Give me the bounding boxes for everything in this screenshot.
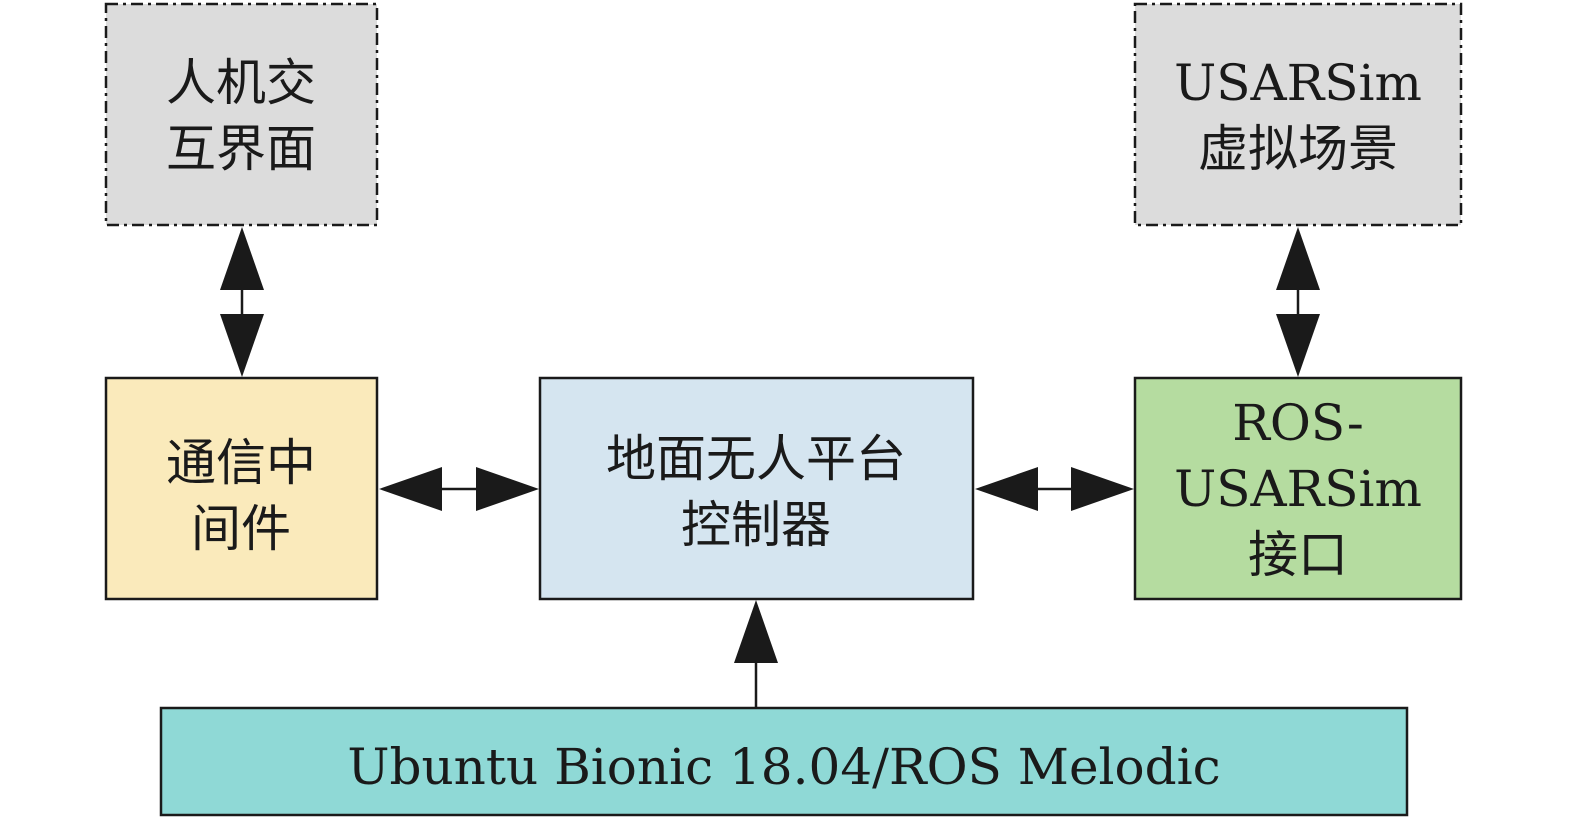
edge-platform-controller-arrowhead bbox=[734, 600, 778, 663]
node-ros-interface-line-3: 接口 bbox=[1248, 526, 1348, 584]
node-platform-box bbox=[159, 706, 1409, 817]
node-controller-line-2: 控制器 bbox=[681, 496, 831, 554]
node-usarsim-scene-line-1: USARSim bbox=[1174, 54, 1422, 112]
edge-controller-ros-arrowhead-right bbox=[1071, 467, 1134, 511]
edge-hmi-middleware bbox=[220, 227, 264, 377]
node-middleware-box bbox=[104, 376, 379, 601]
node-ros-interface-line-2: USARSim bbox=[1174, 460, 1422, 518]
edge-hmi-middleware-arrowhead-down bbox=[220, 314, 264, 377]
node-hmi-line-1: 人机交 bbox=[166, 54, 316, 112]
node-controller-line-1: 地面无人平台 bbox=[606, 430, 906, 488]
node-hmi: 人机交 互界面 bbox=[104, 2, 379, 227]
edge-middleware-controller-arrowhead-right bbox=[476, 467, 539, 511]
node-hmi-box bbox=[104, 2, 379, 227]
node-controller: 地面无人平台 控制器 bbox=[538, 376, 975, 601]
node-platform-line-1: Ubuntu Bionic 18.04/ROS Melodic bbox=[347, 738, 1220, 796]
node-usarsim-scene-box bbox=[1133, 2, 1463, 227]
edge-usarsim-ros-arrowhead-up bbox=[1276, 227, 1320, 290]
node-middleware-line-1: 通信中 bbox=[166, 434, 316, 492]
node-middleware-line-2: 间件 bbox=[191, 500, 291, 558]
node-ros-interface: ROS- USARSim 接口 bbox=[1133, 376, 1463, 601]
node-usarsim-scene-line-2: 虚拟场景 bbox=[1198, 120, 1398, 178]
edge-usarsim-ros-arrowhead-down bbox=[1276, 314, 1320, 377]
edge-platform-controller bbox=[734, 600, 778, 707]
node-controller-box bbox=[538, 376, 975, 601]
edge-usarsim-ros bbox=[1276, 227, 1320, 377]
edge-controller-ros bbox=[975, 467, 1134, 511]
node-ros-interface-line-1: ROS- bbox=[1232, 394, 1364, 452]
node-hmi-line-2: 互界面 bbox=[166, 120, 316, 178]
node-platform: Ubuntu Bionic 18.04/ROS Melodic bbox=[159, 706, 1409, 817]
node-usarsim-scene: USARSim 虚拟场景 bbox=[1133, 2, 1463, 227]
node-middleware: 通信中 间件 bbox=[104, 376, 379, 601]
edge-middleware-controller-arrowhead-left bbox=[379, 467, 442, 511]
edge-middleware-controller bbox=[379, 467, 539, 511]
edge-hmi-middleware-arrowhead-up bbox=[220, 227, 264, 290]
node-ros-interface-box bbox=[1133, 376, 1463, 601]
edge-controller-ros-arrowhead-left bbox=[975, 467, 1038, 511]
